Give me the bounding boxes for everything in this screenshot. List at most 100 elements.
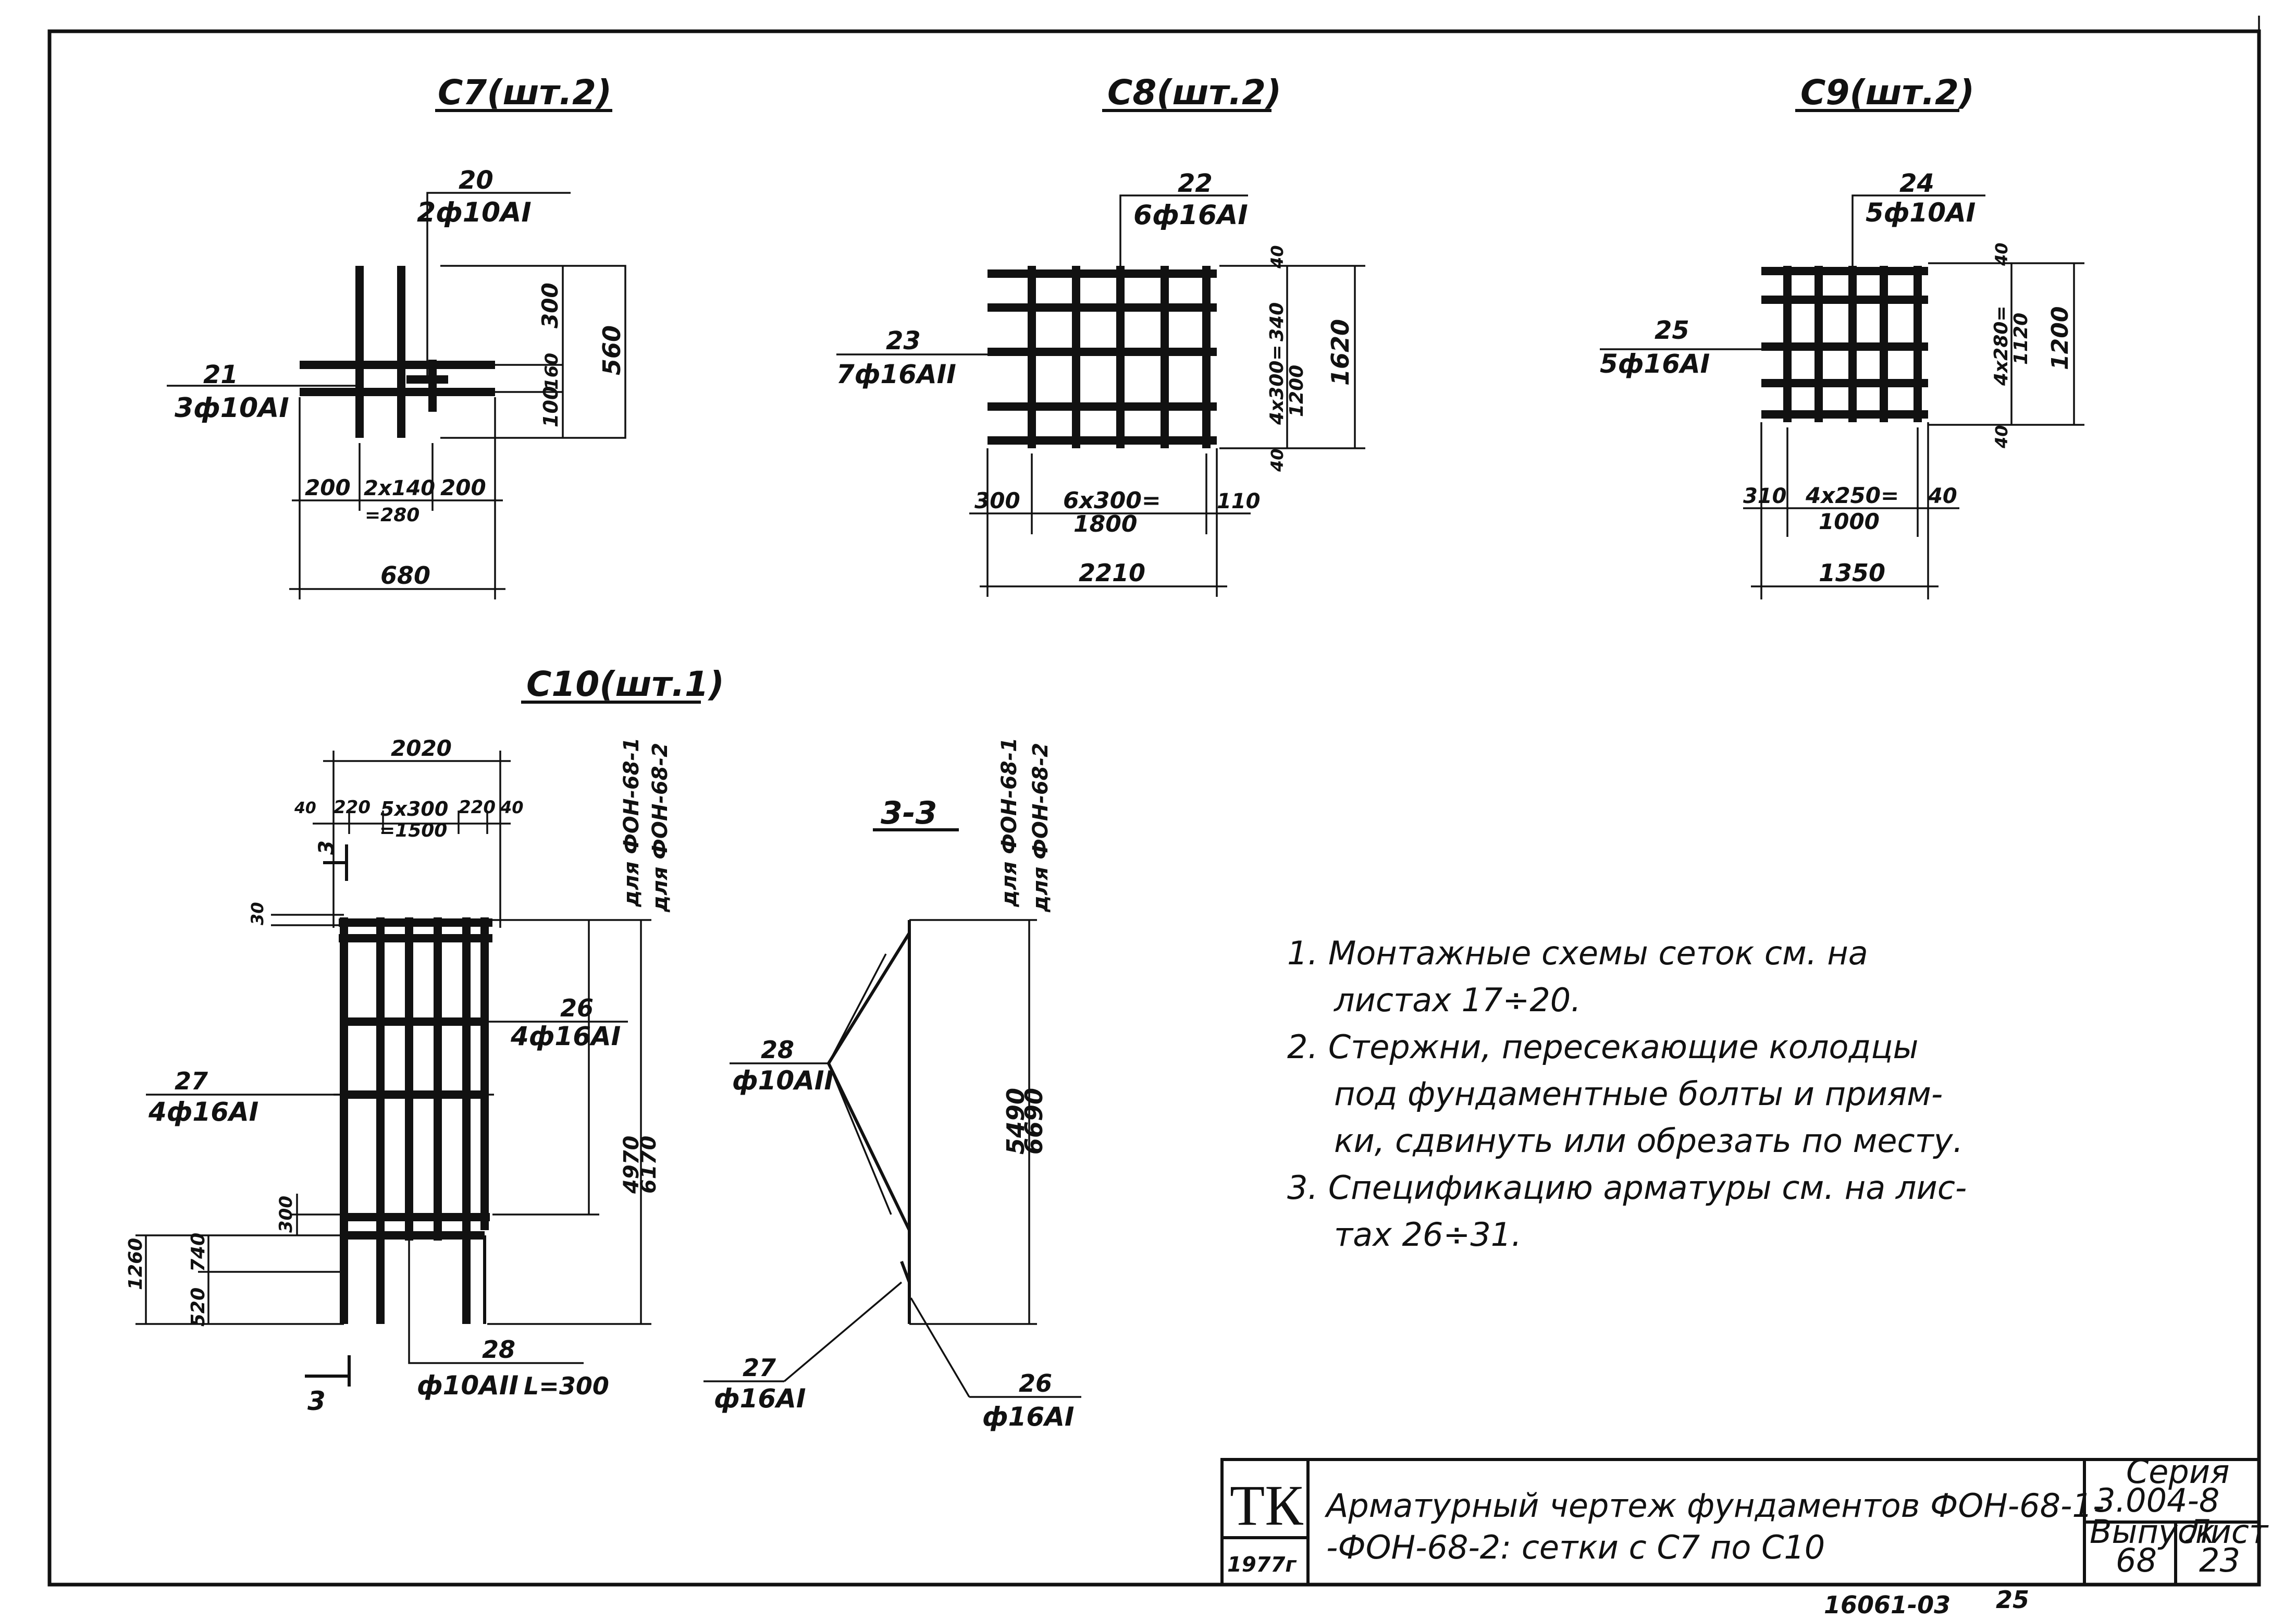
sec33-pos28-spec: ф10АII	[732, 1065, 834, 1096]
c10-d40a: 40	[294, 799, 316, 817]
stamp-org: ТК	[1230, 1474, 1303, 1537]
stamp-issue-label: Выпуск	[2090, 1513, 2215, 1551]
c7-d200a: 200	[305, 475, 351, 500]
c7-d280: =280	[365, 505, 419, 526]
c10-cut3-bottom: 3	[307, 1386, 326, 1416]
c10-for2: для ФОН-68-2	[648, 743, 672, 913]
sec33-title: 3-3	[881, 795, 937, 831]
c10-cut3-top: 3	[315, 840, 339, 855]
c10-d30: 30	[248, 902, 267, 925]
c10-pos27-num: 27	[175, 1067, 208, 1095]
c7-d680: 680	[380, 561, 430, 590]
note-1a: 1. Монтажные схемы сеток см. на	[1287, 934, 1868, 972]
c9-pos25-spec: 5ф16АI	[1600, 349, 1710, 379]
c8-pos23-spec: 7ф16АII	[836, 359, 956, 389]
c7-pos21-spec: 3ф10АI	[175, 393, 289, 424]
c9-d1200: 1200	[2047, 306, 2073, 370]
c9-d1120: 1120	[2010, 313, 2032, 365]
c9-d1000: 1000	[1819, 509, 1880, 534]
c10-d4970: 4970	[620, 1136, 644, 1194]
c8-d6x300: 6х300=	[1063, 487, 1161, 514]
footer-page: 25	[1996, 1586, 2029, 1614]
c9-d40a: 40	[1992, 242, 2011, 266]
c7-pos20-spec: 2ф10АI	[417, 197, 532, 228]
c7-pos21-num: 21	[203, 360, 238, 389]
sec33-for1: для ФОН-68-1	[997, 738, 1021, 907]
c9-title: С9(шт.2)	[1800, 72, 1974, 113]
c9-pos25-num: 25	[1655, 316, 1689, 345]
c9-d310: 310	[1743, 484, 1787, 508]
sec33-pos26-num: 26	[1019, 1369, 1052, 1397]
c7-d160: 160	[541, 353, 562, 390]
c10-pos28-len: L=300	[524, 1372, 609, 1400]
c10-d1500: =1500	[379, 820, 447, 841]
c8-d40a: 40	[1267, 245, 1287, 269]
c10-pos27-spec: 4ф16АI	[148, 1097, 258, 1127]
note-3b: тах 26÷31.	[1334, 1216, 1522, 1254]
sec33-pos27-spec: ф16АI	[714, 1383, 806, 1414]
c7-d300: 300	[537, 283, 563, 328]
c9-d4x280: 4х280=	[1991, 305, 2012, 386]
section-3-3: 3-3 для ФОН-68-1 для ФОН-68-2 5490 6690 …	[703, 738, 1081, 1432]
c8-d340: 340	[1266, 302, 1288, 341]
c9-d1350: 1350	[1819, 559, 1885, 587]
sec33-d6690: 6690	[1020, 1088, 1048, 1155]
stamp-year: 1977г	[1227, 1553, 1297, 1577]
note-1b: листах 17÷20.	[1334, 981, 1581, 1019]
stamp-series: 3.004-8	[2095, 1481, 2219, 1519]
sec33-d5490: 5490	[1002, 1088, 1030, 1155]
sec33-pos27-num: 27	[743, 1354, 776, 1382]
c10-title: С10(шт.1)	[526, 664, 724, 704]
c9-d40c: 40	[1928, 484, 1957, 508]
c8-pos23-num: 23	[886, 326, 921, 355]
c7-pos20-num: 20	[459, 166, 493, 195]
c10-d220a: 220	[334, 797, 371, 818]
stamp-series-label: Серия	[2126, 1453, 2229, 1491]
title-block: ТК 1977г Арматурный чертеж фундаментов Ф…	[1220, 1453, 2269, 1586]
c8-d1800: 1800	[1073, 511, 1137, 537]
mesh-c10: С10(шт.1) 2020 40 220 5х300 =1500 220 40…	[125, 664, 724, 1416]
c10-d5x300: 5х300	[380, 798, 448, 820]
c10-d2020: 2020	[391, 735, 452, 761]
mesh-c7: С7(шт.2) 20 2ф10АI 21 3ф10АI 300 160 100…	[167, 72, 626, 599]
note-2a: 2. Стержни, пересекающие колодцы	[1287, 1028, 1918, 1066]
c8-d110: 110	[1217, 489, 1261, 513]
c8-d2210: 2210	[1079, 559, 1145, 587]
notes: 1. Монтажные схемы сеток см. на листах 1…	[1287, 934, 1967, 1254]
c8-d1620: 1620	[1326, 319, 1354, 386]
c10-d6170: 6170	[637, 1136, 661, 1194]
c9-d4x250: 4х250=	[1805, 483, 1899, 508]
c10-d220b: 220	[459, 797, 496, 818]
c10-pos28-spec: ф10АII	[417, 1370, 519, 1401]
note-2b: под фундаментные болты и приям-	[1334, 1075, 1943, 1113]
c8-pos22-num: 22	[1178, 169, 1213, 198]
c9-pos24-spec: 5ф10АI	[1866, 198, 1976, 228]
c10-pos26-num: 26	[560, 994, 594, 1022]
c8-d4x300: 4х300=	[1266, 345, 1288, 425]
sec33-pos26-spec: ф16АI	[982, 1402, 1075, 1432]
c9-d40b: 40	[1992, 425, 2011, 449]
mesh-c9: С9(шт.2) 24 5ф10АI 25 5ф16АI 40 4х280= 1…	[1600, 72, 2084, 599]
sec33-for2: для ФОН-68-2	[1029, 743, 1053, 913]
c10-d520: 520	[188, 1287, 209, 1327]
c7-d200b: 200	[440, 475, 486, 500]
note-2c: ки, сдвинуть или обрезать по месту.	[1334, 1122, 1963, 1160]
mesh-c8: С8(шт.2) 22 6ф16АI 23 7ф16АII 40 340 4х3…	[836, 72, 1365, 597]
c9-pos24-num: 24	[1899, 169, 1934, 198]
note-3a: 3. Спецификацию арматуры см. на лис-	[1287, 1169, 1967, 1207]
c7-d100: 100	[539, 386, 562, 427]
stamp-sheet: 23	[2199, 1541, 2240, 1579]
c8-d40b: 40	[1267, 448, 1287, 472]
c10-d40b: 40	[500, 798, 524, 817]
c10-d1260: 1260	[125, 1238, 146, 1290]
sec33-pos28-num: 28	[761, 1036, 794, 1064]
c8-d1200: 1200	[1286, 365, 1307, 417]
c7-d2x140: 2х140	[364, 476, 435, 500]
c10-for1: для ФОН-68-1	[620, 738, 644, 907]
sheet-frame	[47, 29, 2261, 1587]
c10-pos26-spec: 4ф16АI	[510, 1021, 621, 1051]
stamp-issue: 68	[2116, 1541, 2157, 1579]
c7-title: С7(шт.2)	[438, 72, 612, 113]
stamp-sheet-label: Лист	[2185, 1513, 2269, 1551]
footer-code: 16061-03	[1824, 1591, 1951, 1619]
